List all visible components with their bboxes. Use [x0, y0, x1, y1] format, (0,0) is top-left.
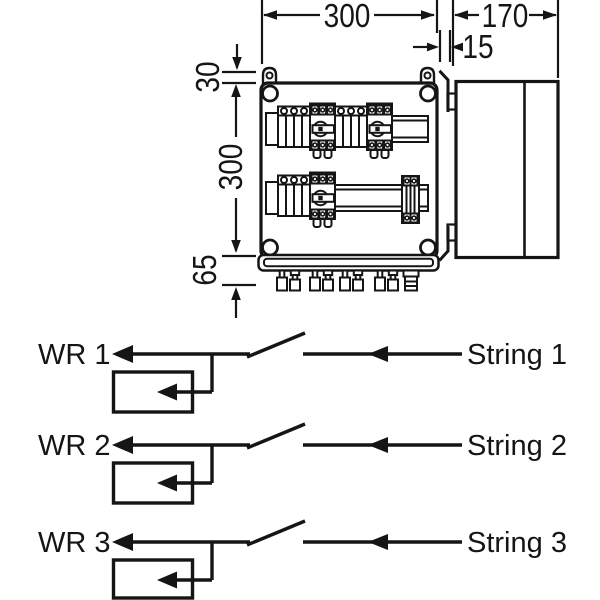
- arrow-left-icon: [157, 571, 177, 589]
- dim-label-height: 300: [213, 144, 250, 191]
- cable-entries: [276, 269, 420, 292]
- enclosure-bottom-flange: [257, 253, 440, 272]
- switch-blade: [246, 519, 306, 547]
- dc-switch-module-1: [277, 102, 336, 159]
- lid-screw: [419, 84, 437, 103]
- mounting-lug-left: [261, 66, 278, 84]
- switch-blade: [246, 331, 306, 359]
- dim-label-width: 300: [324, 0, 371, 35]
- arrow-left-icon: [368, 346, 388, 362]
- cable-gland: [404, 275, 418, 292]
- dim-label-depth: 170: [482, 0, 529, 35]
- arrow-left-icon: [157, 474, 177, 492]
- input-label: String 2: [467, 430, 567, 462]
- arrow-left-icon: [368, 437, 388, 453]
- arrow-left-icon: [112, 533, 133, 551]
- dim-label-bottom: 65: [187, 254, 224, 285]
- schematic-row-1: WR 1 String 1: [38, 331, 567, 414]
- pv-connector: [289, 278, 301, 292]
- output-label: WR 3: [38, 527, 111, 559]
- lug-hole-left: [265, 71, 274, 80]
- wall-bracket-hook-bottom: [438, 226, 450, 262]
- arrow-left-icon: [454, 10, 468, 20]
- enclosure-side-view: [438, 69, 560, 262]
- input-label: String 1: [467, 339, 567, 371]
- schematic-row-2: WR 2 String 2: [38, 422, 567, 505]
- arrow-right-icon: [427, 42, 439, 52]
- pv-connector: [352, 278, 364, 292]
- input-label: String 3: [467, 527, 567, 559]
- arrow-left-icon: [112, 345, 133, 363]
- lid-screw: [419, 238, 437, 257]
- pv-connector: [374, 276, 386, 292]
- output-label: WR 2: [38, 430, 111, 462]
- pv-connector: [322, 278, 334, 292]
- arrow-right-icon: [543, 10, 557, 20]
- pv-connector: [387, 278, 399, 292]
- arrow-up-icon: [231, 84, 241, 97]
- schematic-row-3: WR 3 String 3: [38, 519, 567, 600]
- dc-switch-module-3: [277, 171, 336, 228]
- pv-connector: [311, 269, 319, 279]
- dc-switch-module-2: [334, 102, 393, 159]
- pv-connector: [341, 269, 349, 279]
- dim-label-top-fixing: 30: [190, 61, 227, 92]
- mounting-lug-right: [419, 66, 436, 84]
- arrow-down-icon: [232, 57, 242, 70]
- arrow-up-icon: [231, 287, 241, 300]
- wall-bracket-hook-top: [438, 69, 450, 112]
- pv-connector: [376, 269, 384, 279]
- side-body: [454, 79, 560, 260]
- arrow-left-icon: [263, 10, 277, 20]
- dimension-arrowheads: [231, 10, 557, 300]
- switch-blade: [246, 422, 306, 450]
- pv-connector: [276, 276, 288, 292]
- pv-connector: [339, 276, 351, 292]
- arrow-left-icon: [157, 383, 177, 401]
- dim-label-offset: 15: [462, 29, 493, 66]
- pv-connector: [278, 269, 286, 279]
- arrow-right-icon: [421, 10, 435, 20]
- surge-protection-device: [401, 175, 420, 224]
- pv-connector: [309, 276, 321, 292]
- output-label: WR 1: [38, 339, 111, 371]
- arrow-down-icon: [231, 240, 241, 253]
- dimension-extension-lines: [222, 0, 560, 318]
- arrow-left-icon: [451, 42, 463, 52]
- arrow-left-icon: [112, 436, 133, 454]
- lid-screw: [261, 84, 279, 103]
- lid-screw: [261, 238, 279, 257]
- arrow-left-icon: [368, 534, 388, 550]
- enclosure-front-view: [259, 66, 439, 260]
- lug-hole-right: [423, 71, 432, 80]
